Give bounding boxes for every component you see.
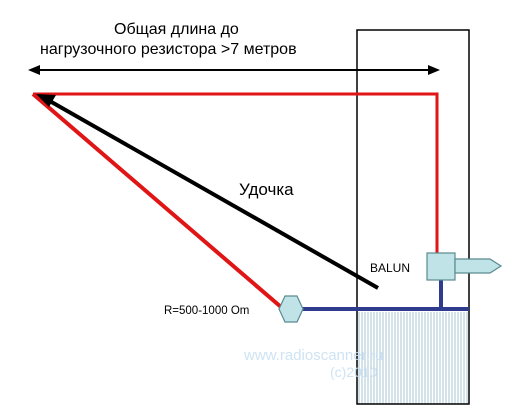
rod-tip-arrowhead [36,94,56,107]
antenna-wire-top [33,92,439,256]
fishing-rod [47,98,379,290]
resistor-label: R=500-1000 Om [164,305,249,317]
watermark-line-1: www.radioscanner.ru [243,347,383,364]
antenna-wire-diagonal [31,92,283,309]
rod-label: Удочка [239,180,294,199]
title-line-1: Общая длина до [114,21,239,38]
title-line-2: нагрузочного резистора >7 метров [40,41,297,58]
balun-label: BALUN [370,261,410,275]
resistor-icon [278,295,304,323]
ground-hatch [357,311,469,407]
mast-outline [356,29,470,405]
length-dimension-arrow [28,65,440,75]
watermark-line-2: (c)2010 [330,364,378,380]
balun-icon [426,252,503,281]
